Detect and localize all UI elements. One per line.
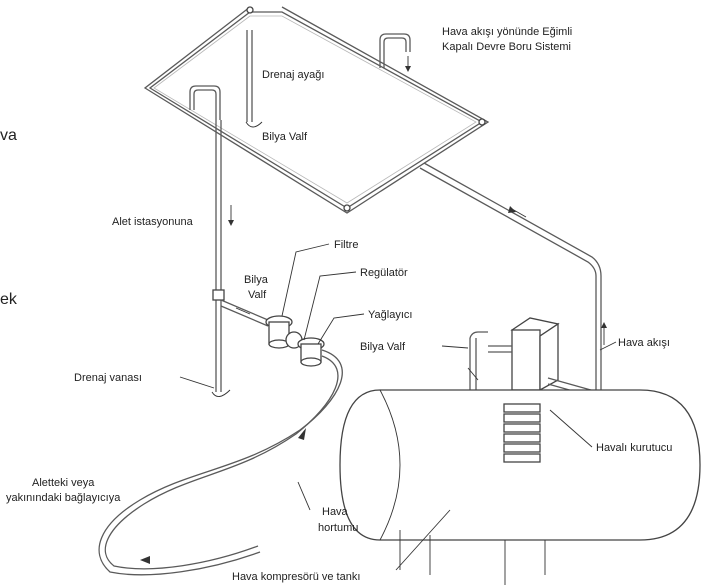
ball-valve-right-label: Bilya Valf [360,341,406,353]
labels: Hava akışı yönünde Eğimli Kapalı Devre B… [0,26,672,583]
regulator-label: Regülatör [360,267,408,279]
air-flow-label: Hava akışı [618,337,670,349]
overhead-loop-pipe [143,6,490,214]
drain-valve [211,289,231,397]
compressor-motor [503,403,541,463]
ball-valve-mid-label-1: Bilya [244,274,269,286]
ball-valve-mid-label-2: Valf [248,289,267,301]
filter-label: Filtre [334,239,358,251]
title-line-2: Kapalı Devre Boru Sistemi [442,41,571,53]
lubricator-label: Yağlayıcı [368,309,412,321]
compressor-tank [339,389,701,585]
leader-lines [179,243,617,571]
tool-station-label: Alet istasyonuna [112,216,194,228]
drain-valve-label: Drenaj vanası [74,372,142,384]
top-right-drop [379,33,411,72]
compressor-tank-label: Hava kompresörü ve tankı [232,571,360,583]
frl-branch-pipe [220,299,269,327]
tool-connector-label-2: yakınındaki bağlayıcıya [6,492,121,504]
air-hose [98,349,343,576]
right-return-pipe [419,162,607,392]
drain-leg-label: Drenaj ayağı [262,69,324,81]
air-hose-label-2: hortumu [318,522,358,534]
air-dryer [488,317,599,399]
air-hose-label-1: Hava [322,506,349,518]
ball-valve-top-label: Bilya Valf [262,131,308,143]
air-dryer-label: Havalı kurutucu [596,442,672,454]
frl-unit [265,315,325,367]
tool-connector-label-1: Aletteki veya [32,477,95,489]
left-riser-to-tool-station [189,85,234,392]
clipped-text-va: va [0,127,17,144]
drain-leg [245,30,263,128]
title-line-1: Hava akışı yönünde Eğimli [442,26,572,38]
clipped-text-ek: ek [0,291,18,308]
